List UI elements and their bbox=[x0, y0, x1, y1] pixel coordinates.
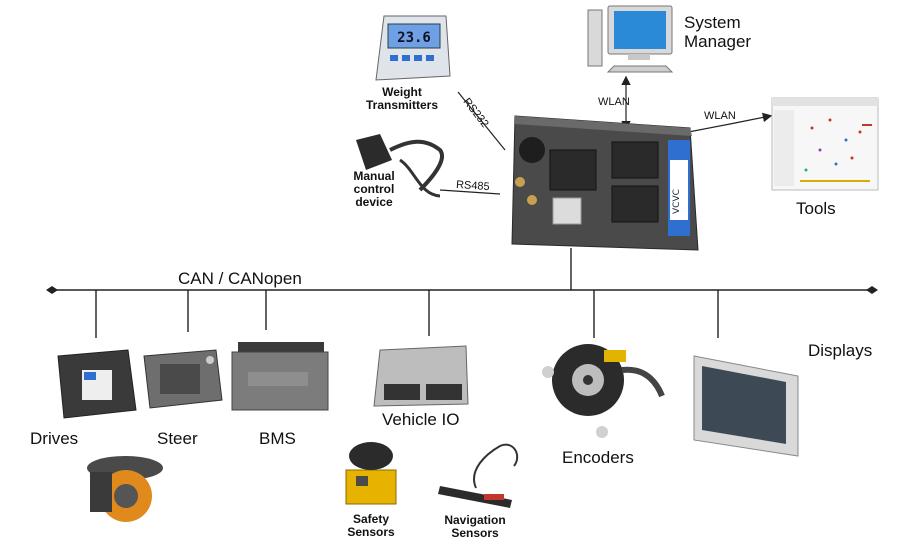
weight-display-text: 23.6 bbox=[397, 30, 431, 46]
manual-line3: device bbox=[355, 195, 393, 210]
manual-line2: control bbox=[353, 182, 395, 197]
encoders-label: Encoders bbox=[562, 448, 634, 467]
navigation-sensor-device bbox=[438, 443, 519, 508]
manual-line1: Manual bbox=[353, 169, 395, 183]
vehicle-io-label: Vehicle IO bbox=[382, 410, 460, 429]
system-manager-line2: Manager bbox=[684, 31, 752, 51]
weight-transmitters-label: Weight Transmitters bbox=[352, 85, 452, 113]
vehicle-io-device bbox=[373, 345, 469, 407]
bus-drop-lines bbox=[95, 248, 719, 338]
bms-label: BMS bbox=[259, 429, 296, 448]
computer-icon bbox=[587, 5, 674, 73]
steer-label: Steer bbox=[157, 429, 198, 448]
displays-label: Displays bbox=[808, 341, 873, 360]
tools-screenshot bbox=[771, 97, 879, 191]
display-panel-device bbox=[693, 355, 799, 457]
system-manager-label: System Manager bbox=[684, 13, 752, 51]
drives-device bbox=[57, 349, 137, 419]
steer-device bbox=[143, 349, 223, 409]
safety-line1: Safety bbox=[352, 512, 390, 526]
drives-label: Drives bbox=[30, 429, 79, 448]
encoder-device bbox=[542, 344, 665, 438]
weight-transmitter-device: 23.6 bbox=[375, 15, 451, 81]
wlan-label-right: WLAN bbox=[704, 110, 736, 122]
weight-label-line1: Weight bbox=[382, 85, 422, 99]
rs485-label: RS485 bbox=[455, 178, 491, 194]
manual-control-device bbox=[356, 134, 444, 198]
bms-device bbox=[231, 342, 329, 411]
safety-sensors-label: Safety Sensors bbox=[336, 512, 406, 540]
wlan-label-left: WLAN bbox=[598, 96, 630, 108]
navigation-line1: Navigation bbox=[444, 513, 506, 527]
safety-line2: Sensors bbox=[347, 525, 395, 540]
tools-label: Tools bbox=[796, 199, 836, 218]
system-manager-line1: System bbox=[684, 13, 741, 32]
navigation-line2: Sensors bbox=[451, 526, 499, 541]
weight-label-line2: Transmitters bbox=[365, 98, 439, 113]
main-controller: VCVC bbox=[511, 115, 699, 251]
wheel-drive-unit bbox=[87, 456, 163, 522]
safety-sensor-device bbox=[345, 442, 397, 505]
manual-control-label: Manual control device bbox=[344, 169, 404, 210]
navigation-sensors-label: Navigation Sensors bbox=[436, 513, 514, 541]
controller-brand: VCVC bbox=[672, 189, 682, 214]
can-bus-label: CAN / CANopen bbox=[178, 269, 302, 288]
can-bus-line bbox=[46, 286, 878, 294]
